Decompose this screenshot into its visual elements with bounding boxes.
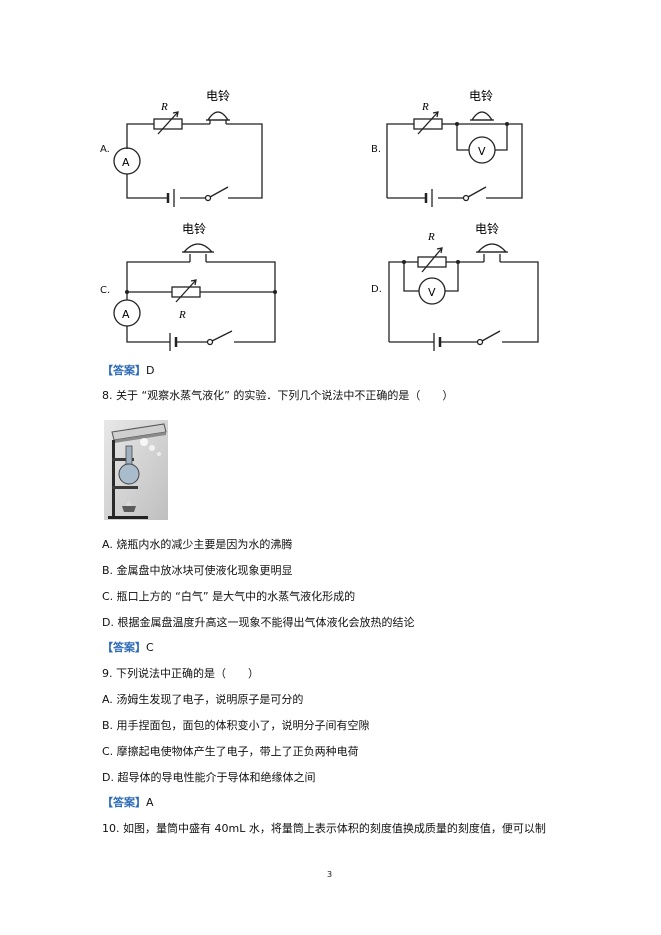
answer-bracket: 【答案】	[102, 641, 146, 654]
experiment-photo	[104, 420, 168, 520]
q8-option-a: A. 烧瓶内水的减少主要是因为水的沸腾	[102, 538, 293, 551]
option-label-c: C.	[100, 285, 111, 296]
option-label-a: A.	[100, 144, 110, 155]
q9-option-c: C. 摩擦起电使物体产生了电子，带上了正负两种电荷	[102, 745, 359, 758]
resistor-label: R	[160, 101, 168, 113]
q9-option-d: D. 超导体的导电性能介于导体和绝缘体之间	[102, 771, 316, 784]
q7-answer: 【答案】D	[102, 364, 154, 378]
resistor-label: R	[421, 101, 429, 113]
option-label-d: D.	[371, 284, 382, 295]
page-number: 3	[327, 870, 333, 879]
bell-label: 电铃	[182, 221, 206, 236]
circuit-diagram-b: R 电铃 V	[386, 88, 523, 207]
q9-stem: 9. 下列说法中正确的是（ ）	[102, 667, 259, 680]
option-label-b: B.	[371, 144, 382, 155]
circuit-diagram-c: 电铃 R A	[113, 221, 277, 351]
bell-label: 电铃	[469, 88, 493, 103]
ammeter-label: A	[122, 308, 130, 321]
answer-bracket: 【答案】	[102, 364, 146, 377]
circuit-diagram-d: R 电铃 V	[388, 221, 539, 351]
q8-stem: 8. 关于 “观察水蒸气液化” 的实验．下列几个说法中不正确的是（ ）	[102, 389, 454, 402]
answer-bracket: 【答案】	[102, 796, 146, 809]
voltmeter-label: V	[428, 286, 436, 299]
q8-option-c: C. 瓶口上方的 “白气” 是大气中的水蒸气液化形成的	[102, 590, 356, 603]
q8-option-b: B. 金属盘中放冰块可使液化现象更明显	[102, 564, 293, 577]
bell-label: 电铃	[206, 88, 230, 103]
q9-answer: 【答案】A	[102, 796, 154, 810]
q8-option-d: D. 根据金属盘温度升高这一现象不能得出气体液化会放热的结论	[102, 616, 415, 629]
answer-value: D	[146, 364, 155, 377]
resistor-label: R	[427, 231, 435, 243]
q10-stem: 10. 如图，量筒中盛有 40mL 水，将量筒上表示体积的刻度值换成质量的刻度值…	[102, 822, 546, 835]
q8-answer: 【答案】C	[102, 641, 154, 655]
ammeter-label: A	[122, 156, 130, 169]
voltmeter-label: V	[478, 145, 486, 158]
answer-value: C	[146, 641, 154, 654]
resistor-label: R	[178, 309, 186, 321]
circuit-diagram-a: R 电铃 A	[113, 88, 263, 207]
answer-value: A	[146, 796, 154, 809]
q9-option-b: B. 用手捏面包，面包的体积变小了，说明分子间有空隙	[102, 719, 370, 732]
bell-label: 电铃	[475, 221, 499, 236]
q9-option-a: A. 汤姆生发现了电子，说明原子是可分的	[102, 693, 304, 706]
